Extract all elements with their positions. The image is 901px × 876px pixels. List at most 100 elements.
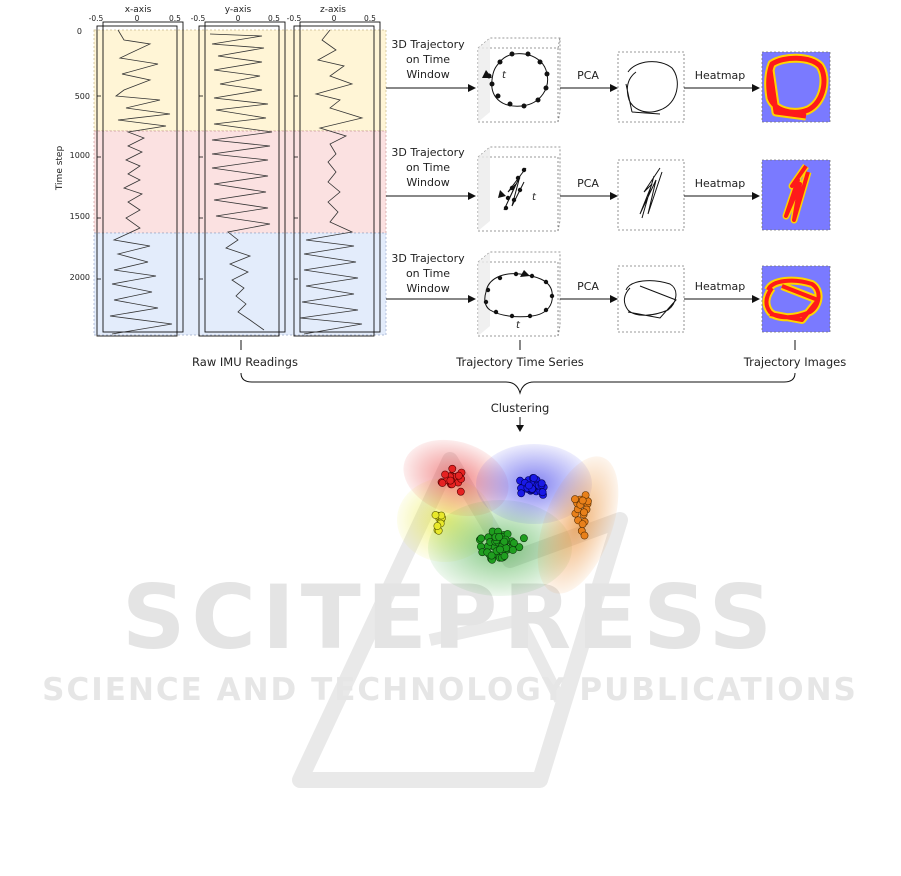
row-1-step-line-1: 3D Trajectory xyxy=(391,38,465,51)
heatmap-image-3 xyxy=(761,265,831,333)
y-axis-frame-back xyxy=(204,21,286,333)
window-band-3 xyxy=(93,232,387,336)
cluster-green-point xyxy=(509,546,517,554)
cluster-plot xyxy=(397,439,619,596)
pca-box-1 xyxy=(617,51,685,123)
cluster-red-point xyxy=(446,476,455,485)
cluster-orange-point xyxy=(580,531,589,540)
row-1-pca-label: PCA xyxy=(577,69,599,82)
row-3-heatmap-label: Heatmap xyxy=(695,280,746,293)
caption-raw-imu: Raw IMU Readings xyxy=(192,355,298,369)
trajectory-cube-1 xyxy=(477,37,561,123)
pca-box-2 xyxy=(617,159,685,231)
row-2: 3D Trajectory on Time Window xyxy=(386,146,476,200)
z-axis-frame-back xyxy=(299,21,381,333)
row-2-heatmap-label: Heatmap xyxy=(695,177,746,190)
z-axis-title: z-axis xyxy=(320,5,346,15)
z-axis-frame xyxy=(293,25,375,337)
cluster-red-point xyxy=(454,471,463,480)
x-tick-pos: 0.5 xyxy=(169,14,181,23)
time-tick-1500: 1500 xyxy=(70,212,90,221)
time-tick-1000: 1000 xyxy=(70,151,90,160)
x-axis-signal xyxy=(109,29,173,335)
y-tick-zero: 0 xyxy=(236,14,241,23)
cluster-red-point xyxy=(456,487,465,496)
watermark-subtitle: SCIENCE AND TECHNOLOGY PUBLICATIONS xyxy=(42,672,858,708)
pca-curve-1 xyxy=(625,61,678,115)
cluster-yellow-point xyxy=(431,511,440,519)
row-1-step-line-2: on Time xyxy=(406,53,450,66)
heatmap-image-2 xyxy=(761,159,831,231)
cluster-green-point xyxy=(495,533,503,541)
row-1-heatmap-label: Heatmap xyxy=(695,69,746,82)
cluster-orange-point xyxy=(578,496,587,505)
cluster-orange-point xyxy=(580,508,588,517)
cluster-yellow-point xyxy=(433,522,442,530)
x-axis-title: x-axis xyxy=(125,5,152,15)
cluster-red-points xyxy=(437,464,466,496)
window-band-2 xyxy=(93,130,387,234)
row-3-pca-label: PCA xyxy=(577,280,599,293)
watermark: SCITEPRESS SCIENCE AND TECHNOLOGY PUBLIC… xyxy=(42,452,858,788)
row-1: 3D Trajectory on Time Window xyxy=(386,38,476,92)
caption-trajectory-images: Trajectory Images xyxy=(743,355,846,369)
row-3-step-line-3: Window xyxy=(406,282,449,295)
y-tick-neg: -0.5 xyxy=(191,14,206,23)
cluster-orange-point xyxy=(571,495,579,504)
cluster-blue-point xyxy=(529,474,538,482)
cluster-green-point xyxy=(477,534,485,543)
y-axis-signal xyxy=(209,33,273,331)
imu-panel: x-axis y-axis z-axis -0.5 0 0.5 -0.5 0 0… xyxy=(55,5,387,337)
cluster-orange-points xyxy=(571,491,592,540)
cluster-orange-point xyxy=(578,520,587,528)
trajectory-cube-2 xyxy=(477,146,561,232)
trajectory-series-2: t xyxy=(498,167,537,211)
y-tick-pos: 0.5 xyxy=(268,14,280,23)
time-tick-500: 500 xyxy=(75,92,90,101)
row-2-step-line-2: on Time xyxy=(406,161,450,174)
pca-curve-3 xyxy=(623,280,677,319)
cluster-red-point xyxy=(448,464,457,473)
trajectory-series-1: t xyxy=(482,51,550,109)
cluster-green-point xyxy=(487,551,496,560)
pca-curve-2 xyxy=(639,167,663,219)
cluster-green-point xyxy=(500,537,509,546)
cluster-green-point xyxy=(496,545,504,554)
z-tick-zero: 0 xyxy=(332,14,337,23)
cluster-green-point xyxy=(500,552,509,560)
trajectory-1-time-marker: t xyxy=(502,70,507,81)
grouping-brace xyxy=(240,372,796,395)
z-axis-signal xyxy=(299,29,364,335)
caption-trajectory-series: Trajectory Time Series xyxy=(455,355,584,369)
trajectory-3-time-marker: t xyxy=(516,320,521,331)
x-tick-neg: -0.5 xyxy=(89,14,104,23)
cluster-red-point xyxy=(438,479,447,487)
cluster-red-point xyxy=(441,470,449,479)
x-axis-frame xyxy=(96,25,178,337)
row-3: 3D Trajectory on Time Window xyxy=(386,252,476,303)
cluster-green-points xyxy=(475,527,528,564)
x-tick-zero: 0 xyxy=(135,14,140,23)
cluster-green-point xyxy=(520,534,528,543)
clustering-label: Clustering xyxy=(491,401,550,415)
row-3-step-line-1: 3D Trajectory xyxy=(391,252,465,265)
trajectory-cube-3 xyxy=(477,251,561,337)
heatmap-image-1 xyxy=(761,51,831,123)
row-2-pca-label: PCA xyxy=(577,177,599,190)
row-1-step-line-3: Window xyxy=(406,68,449,81)
z-tick-neg: -0.5 xyxy=(287,14,302,23)
row-2-step-line-1: 3D Trajectory xyxy=(391,146,465,159)
trajectory-2-time-marker: t xyxy=(532,192,537,203)
y-axis-frame xyxy=(198,25,280,337)
row-3-step-line-2: on Time xyxy=(406,267,450,280)
cluster-blue-point xyxy=(537,479,546,488)
x-axis-frame-back xyxy=(102,21,184,333)
cluster-blue-point xyxy=(525,481,533,490)
cluster-blue-point xyxy=(517,489,526,498)
cluster-yellow-points xyxy=(431,511,446,535)
time-tick-2000: 2000 xyxy=(70,273,90,282)
time-tick-0: 0 xyxy=(77,27,82,36)
trajectory-series-3: t xyxy=(483,270,555,331)
cluster-green-point xyxy=(515,543,524,552)
